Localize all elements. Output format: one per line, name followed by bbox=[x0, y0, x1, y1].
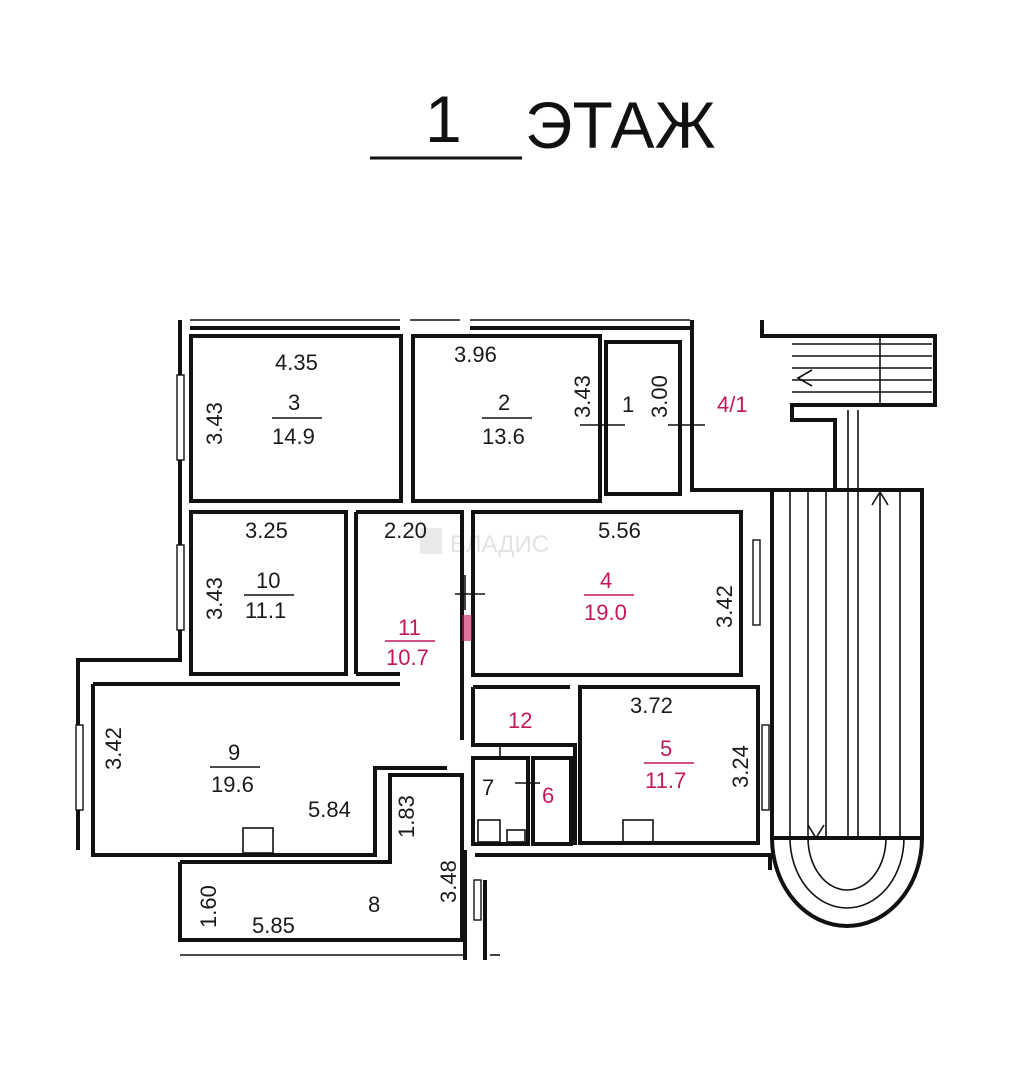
room-8-height: 1.60 bbox=[196, 885, 221, 928]
room-5-area: 11.7 bbox=[645, 768, 686, 793]
room-10-width: 3.25 bbox=[245, 518, 288, 543]
room-4: 5.56 4 19.0 3.42 bbox=[584, 518, 737, 628]
room-10-height: 3.43 bbox=[202, 577, 227, 620]
room-3: 4.35 3 14.9 3.43 bbox=[202, 350, 322, 449]
room-4-number: 4 bbox=[600, 568, 612, 593]
room-10: 3.25 10 11.1 3.43 bbox=[202, 518, 294, 623]
room-2-area: 13.6 bbox=[482, 424, 525, 449]
room-5: 3.72 5 11.7 3.24 bbox=[622, 693, 753, 843]
watermark-text: ВЛАДИС bbox=[450, 531, 549, 558]
room-9: 9 19.6 5.84 3.42 bbox=[101, 727, 351, 822]
watermark-logo-icon bbox=[420, 528, 442, 554]
room-3-width: 4.35 bbox=[275, 350, 318, 375]
room-8-dim-3-48: 3.48 bbox=[436, 860, 461, 903]
room-9-width: 5.84 bbox=[308, 797, 351, 822]
room-1-outline bbox=[604, 340, 682, 496]
room-3-outline bbox=[189, 334, 403, 503]
floor-number: 1 bbox=[425, 82, 462, 156]
room-5-height: 3.24 bbox=[728, 745, 753, 788]
floor-word: ЭТАЖ bbox=[525, 88, 716, 162]
room-10-area: 11.1 bbox=[245, 598, 286, 623]
room-11-width: 2.20 bbox=[384, 518, 427, 543]
room-10-outline bbox=[189, 510, 348, 676]
room-2-number: 2 bbox=[498, 390, 510, 415]
room-12: 12 bbox=[508, 708, 532, 733]
room-12-number: 12 bbox=[508, 708, 532, 733]
room-1-height: 3.00 bbox=[647, 375, 672, 418]
room-4-width: 5.56 bbox=[598, 518, 641, 543]
walls bbox=[75, 319, 937, 960]
room-6-number: 6 bbox=[542, 783, 554, 808]
staircase bbox=[770, 336, 932, 928]
room-5-number: 5 bbox=[660, 736, 672, 761]
room-5-outline bbox=[578, 685, 760, 845]
room-2-outline bbox=[411, 334, 602, 503]
floor-title: 1 ЭТАЖ bbox=[370, 82, 716, 162]
room-7: 7 bbox=[482, 775, 494, 800]
room-5-width: 3.72 bbox=[630, 693, 673, 718]
room-8-number: 8 bbox=[368, 892, 380, 917]
room-7-number: 7 bbox=[482, 775, 494, 800]
room-2-height: 3.43 bbox=[570, 375, 595, 418]
room-3-number: 3 bbox=[288, 390, 300, 415]
room-9-height: 3.42 bbox=[101, 727, 126, 770]
room-11-number: 11 bbox=[398, 615, 421, 640]
room-3-height: 3.43 bbox=[202, 402, 227, 445]
room-11: 2.20 11 10.7 bbox=[384, 518, 435, 670]
room-6: 6 bbox=[542, 783, 554, 808]
room-1: 1 3.00 bbox=[622, 375, 672, 418]
room-10-number: 10 bbox=[256, 568, 280, 593]
room-4-1-number: 4/1 bbox=[717, 392, 748, 417]
room-8-dim-1-83: 1.83 bbox=[394, 795, 419, 838]
room-8-width: 5.85 bbox=[252, 913, 295, 938]
room-4-1: 4/1 bbox=[717, 392, 748, 417]
watermark: ВЛАДИС bbox=[420, 528, 549, 558]
room-11-area: 10.7 bbox=[386, 645, 429, 670]
room-9-number: 9 bbox=[228, 740, 240, 765]
room-9-area: 19.6 bbox=[211, 772, 254, 797]
room-2-width: 3.96 bbox=[454, 342, 497, 367]
room-3-area: 14.9 bbox=[272, 424, 315, 449]
room-2: 3.96 2 13.6 3.43 bbox=[454, 342, 595, 449]
room-4-area: 19.0 bbox=[584, 600, 627, 625]
room-4-height: 3.42 bbox=[712, 585, 737, 628]
room-6-outline bbox=[531, 756, 573, 846]
room-8: 8 5.85 1.60 1.83 3.48 bbox=[196, 795, 461, 938]
room-1-number: 1 bbox=[622, 392, 634, 417]
